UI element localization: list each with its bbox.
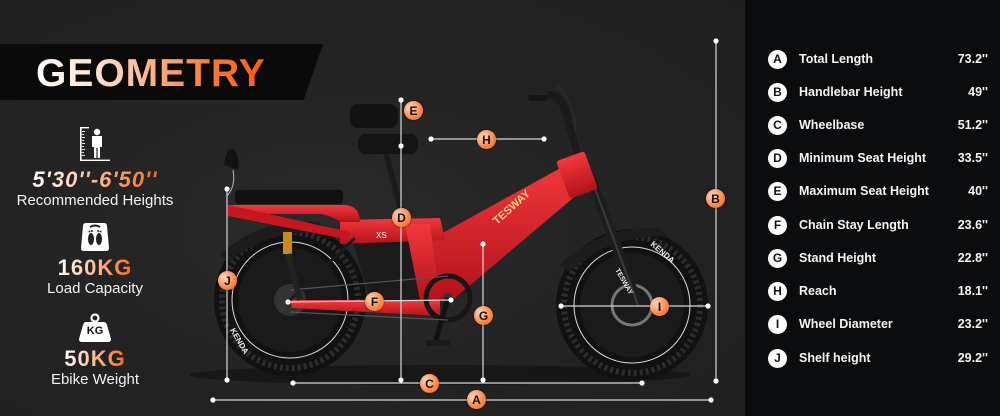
stat-recommended-heights: 5'30''-6'50'' Recommended Heights [0,126,190,210]
svg-text:XS: XS [376,231,387,240]
stat-value: 5'30''-6'50'' [32,167,158,192]
scale-footprints-icon [81,223,109,251]
spec-letter-badge: J [768,348,787,368]
spec-letter-badge: F [768,215,787,235]
spec-panel [745,0,1000,416]
spec-name: Handlebar Height [799,85,903,99]
spec-value: 22.8'' [957,251,988,265]
spec-row-wheel-diameter: I Wheel Diameter 23.2'' [768,313,988,335]
spec-value: 29.2'' [957,351,988,365]
spec-name: Total Length [799,52,874,66]
spec-letter-badge: B [768,82,787,102]
spec-row-wheelbase: C Wheelbase 51.2'' [768,114,988,136]
spec-letter-badge: D [768,148,787,168]
spec-value: 73.2'' [957,52,988,66]
marker-b-handlebar-height: B [706,189,725,208]
kg-icon-text: KG [86,325,104,337]
spec-name: Maximum Seat Height [799,184,929,198]
spec-name: Shelf height [799,351,871,365]
stat-value: 50KG [64,346,126,371]
spec-letter-badge: I [768,314,787,334]
spec-row-minimum-seat-height: D Minimum Seat Height 33.5'' [768,147,988,169]
spec-row-shelf-height: J Shelf height 29.2'' [768,347,988,369]
stat-label: Recommended Heights [16,192,174,209]
spec-row-handlebar-height: B Handlebar Height 49'' [768,81,988,103]
dimension-lines [210,38,719,403]
marker-a-total-length: A [467,390,486,409]
spec-name: Wheelbase [799,118,865,132]
spec-row-total-length: A Total Length 73.2'' [768,48,988,70]
marker-c-wheelbase: C [420,374,439,393]
spec-name: Minimum Seat Height [799,151,927,165]
marker-h-reach: H [477,130,496,149]
spec-value: 23.6'' [957,218,988,232]
stat-label: Ebike Weight [50,371,140,388]
front-wheel [556,229,708,381]
marker-i-wheel-diameter: I [650,297,669,316]
spec-row-stand-height: G Stand Height 22.8'' [768,247,988,269]
spec-letter-badge: G [768,248,787,268]
spec-name: Stand Height [799,251,877,265]
stat-value: 160KG [57,255,133,280]
spec-row-maximum-seat-height: E Maximum Seat Height 40'' [768,180,988,202]
marker-e-maximum-seat-height: E [404,101,423,120]
spec-letter-badge: H [768,281,787,301]
title-banner [0,44,323,100]
spec-name: Wheel Diameter [799,317,893,331]
stat-load-capacity: 160KG Load Capacity [0,222,190,298]
stat-label: Load Capacity [47,280,143,297]
spec-value: 40'' [968,184,988,198]
spec-letter-badge: C [768,115,787,135]
height-ruler-person-icon [80,127,110,161]
spec-row-reach: H Reach 18.1'' [768,280,988,302]
marker-j-shelf-height: J [218,271,237,290]
stat-ebike-weight: KG 50KG Ebike Weight [0,313,190,389]
spec-value: 51.2'' [957,118,988,132]
marker-f-chain-stay-length: F [365,292,384,311]
marker-d-minimum-seat-height: D [392,208,411,227]
spec-value: 49'' [968,85,988,99]
marker-g-stand-height: G [474,306,493,325]
spec-letter-badge: E [768,181,787,201]
spec-value: 18.1'' [957,284,988,298]
spec-name: Reach [799,284,837,298]
ebike-illustration: TESWAY XS TESWAY KENDA KENDA [190,38,719,403]
spec-value: 23.2'' [957,317,988,331]
spec-value: 33.5'' [957,151,988,165]
page-title: GEOMETRY [36,52,266,95]
kg-weight-icon: KG [78,313,112,343]
spec-letter-badge: A [768,49,787,69]
spec-name: Chain Stay Length [799,218,909,232]
spec-row-chain-stay-length: F Chain Stay Length 23.6'' [768,214,988,236]
